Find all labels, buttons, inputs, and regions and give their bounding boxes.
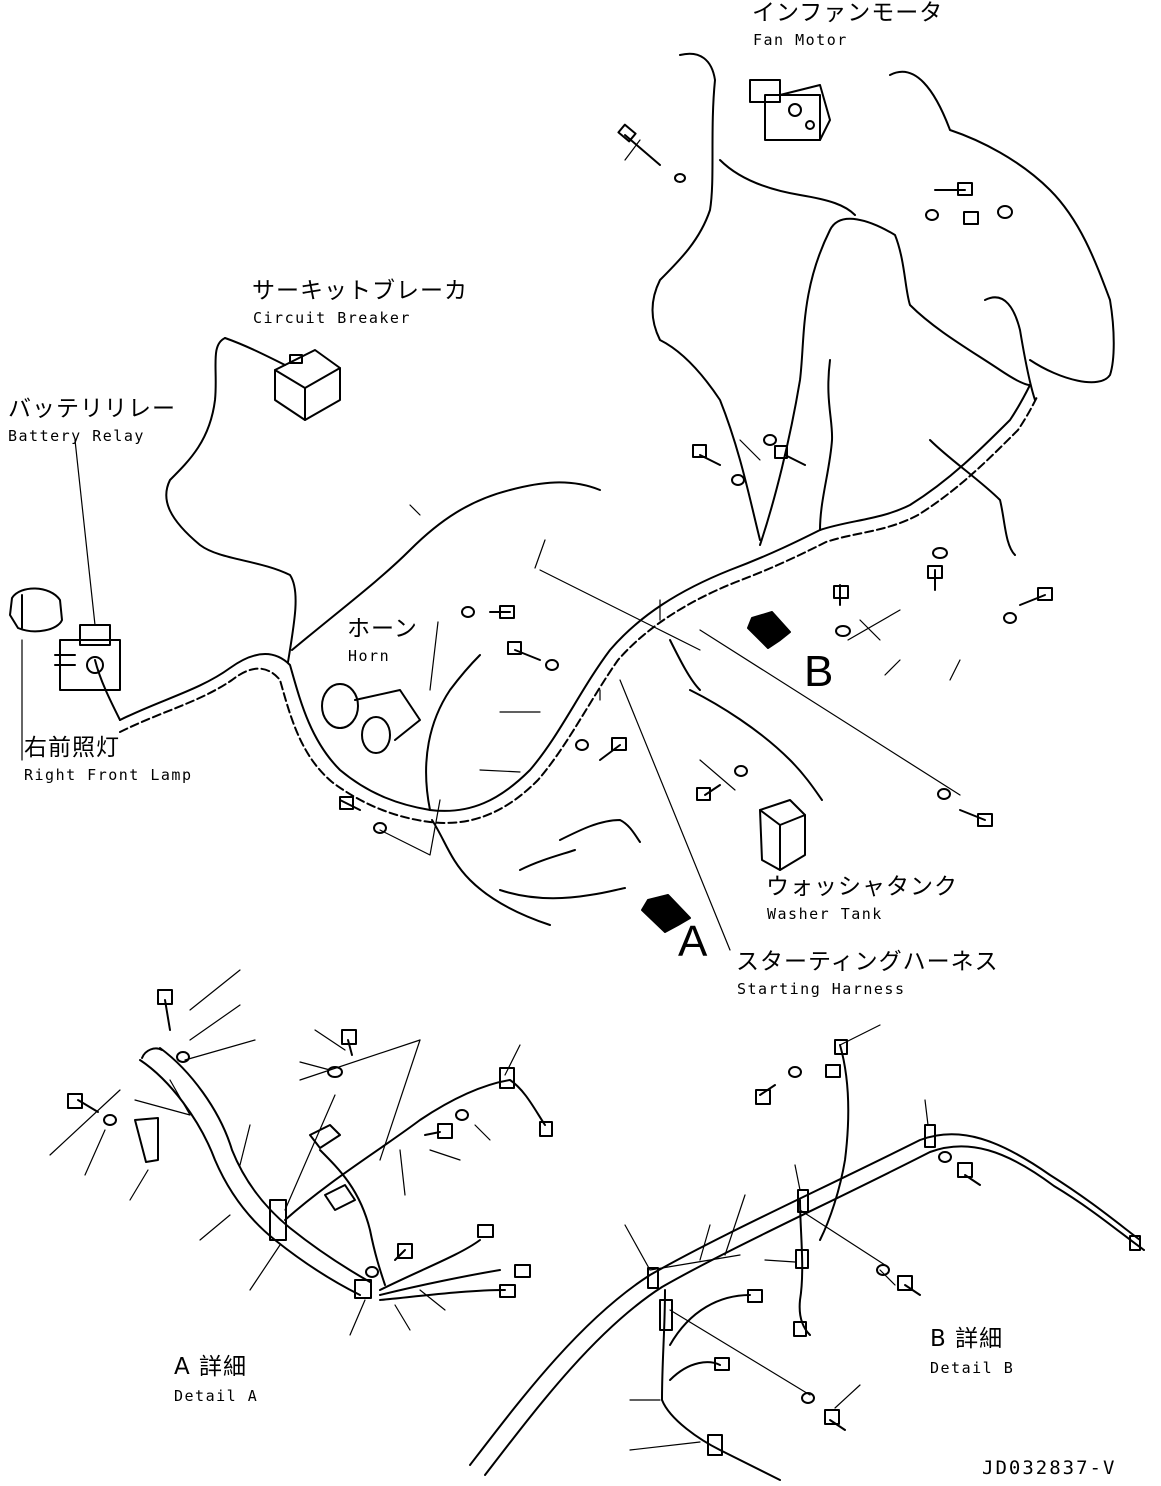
battery-relay-label-en: Battery Relay: [8, 427, 145, 445]
detail-b-drawing: [469, 1039, 1145, 1481]
view-arrow-b: [747, 611, 791, 649]
view-marker-a: A: [678, 917, 708, 966]
washer-tank-label-jp: ウォッシャタンク: [766, 874, 958, 900]
right-front-lamp-label-en: Right Front Lamp: [24, 766, 193, 784]
leader-lines-detail-b: [624, 1024, 929, 1451]
drawing-number: JD032837-V: [982, 1457, 1117, 1479]
washer-tank-part: [759, 799, 806, 871]
fan-motor-label-jp: インファンモータ: [752, 0, 944, 26]
washer-tank-label-en: Washer Tank: [767, 905, 883, 923]
leader-lines-detail-a: [49, 969, 521, 1336]
right-front-lamp-label-jp: 右前照灯: [24, 735, 120, 761]
starting-harness-label-en: Starting Harness: [737, 980, 906, 998]
horn-part: [321, 683, 421, 754]
horn-label-jp: ホーン: [347, 616, 418, 642]
detail-b-label-en: Detail B: [930, 1359, 1015, 1377]
detail-b-label-jp: B 詳細: [930, 1326, 1004, 1352]
leader-lines-main: [21, 139, 961, 951]
circuit-breaker-part: [274, 349, 341, 421]
battery-relay-label-jp: バッテリリレー: [8, 396, 176, 422]
battery-relay-part: [54, 624, 121, 691]
fan-motor-label-en: Fan Motor: [753, 31, 848, 49]
horn-label-en: Horn: [348, 647, 391, 665]
starting-harness-main: [94, 52, 1115, 926]
starting-harness-label-jp: スターティングハーネス: [736, 949, 999, 975]
circuit-breaker-label-en: Circuit Breaker: [253, 309, 411, 327]
view-marker-b: B: [804, 647, 834, 696]
fastener-set-main: [339, 123, 1053, 834]
circuit-breaker-label-jp: サーキットブレーカ: [252, 278, 468, 304]
right-front-lamp-part: [9, 587, 63, 633]
detail-a-label-en: Detail A: [174, 1387, 259, 1405]
detail-a-drawing: [67, 989, 553, 1301]
view-arrow-a: [641, 894, 691, 933]
detail-a-label-jp: A 詳細: [174, 1354, 248, 1380]
fan-motor-part: [749, 79, 831, 141]
